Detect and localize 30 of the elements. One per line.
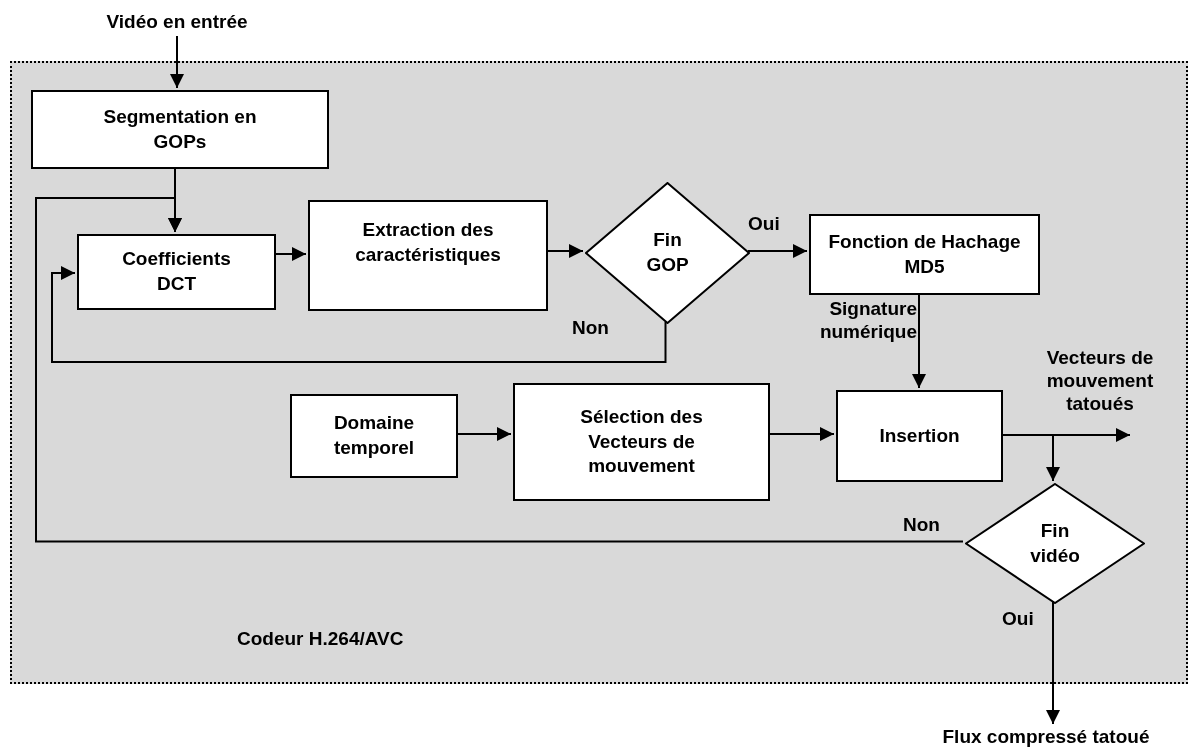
arrow — [51, 266, 667, 363]
arrow — [273, 247, 307, 261]
arrow — [1046, 601, 1060, 725]
decision-label: Fin GOP — [645, 228, 690, 277]
arrow — [35, 197, 964, 543]
process-box — [513, 383, 770, 501]
region-label: Codeur H.264/AVC — [237, 627, 404, 651]
encoder-region — [10, 61, 1188, 684]
process-box — [31, 90, 329, 169]
io-label: Flux compressé tatoué — [942, 725, 1150, 750]
process-label: Domaine temporel — [332, 411, 416, 460]
arrow — [170, 35, 184, 89]
process-label: Sélection des Vecteurs de mouvement — [579, 404, 704, 479]
process-box — [77, 234, 276, 310]
arrow — [455, 427, 512, 441]
process-label: Segmentation en GOPs — [102, 104, 258, 154]
process-label: Fonction de Hachage MD5 — [827, 229, 1022, 279]
process-box — [290, 394, 458, 478]
arrow — [912, 292, 926, 389]
process-label: Extraction des caractéristiques — [354, 218, 502, 267]
io-label: Vidéo en entrée — [106, 9, 248, 34]
decision-label: Fin vidéo — [1029, 518, 1081, 568]
arrow — [545, 244, 584, 258]
process-label: Insertion — [879, 423, 960, 448]
process-box — [809, 214, 1040, 295]
process-label: Coefficients DCT — [121, 247, 232, 296]
process-box — [836, 390, 1003, 482]
arrow — [747, 244, 808, 258]
arrow — [767, 427, 835, 441]
process-box — [308, 200, 548, 311]
